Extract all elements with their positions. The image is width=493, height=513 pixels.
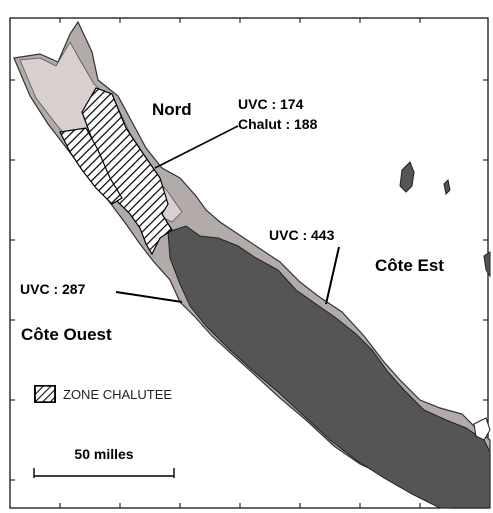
hatch-swatch-icon [34, 385, 56, 403]
island-east-3 [483, 251, 491, 278]
label-north-uvc: UVC : 174 [238, 96, 304, 112]
label-west-uvc: UVC : 287 [20, 281, 86, 297]
label-cote-est: Côte Est [375, 256, 444, 275]
island-east-1 [399, 161, 415, 193]
label-east-uvc: UVC : 443 [269, 227, 335, 243]
pointer-east [325, 246, 340, 305]
island-east-2 [443, 178, 451, 196]
trawled-zone-west [59, 127, 123, 205]
scale-label-wrap: 50 milles [33, 446, 175, 462]
island-southeast [473, 417, 491, 441]
scale-label: 50 milles [74, 446, 134, 462]
legend-label: ZONE CHALUTEE [63, 386, 173, 402]
pointer-west [115, 291, 183, 303]
label-cote-ouest: Côte Ouest [21, 325, 112, 344]
main-island [167, 225, 491, 509]
legend: ZONE CHALUTEE [34, 385, 172, 403]
scale-bar [33, 468, 175, 478]
label-north-chalut: Chalut : 188 [238, 116, 318, 132]
label-nord: Nord [152, 100, 192, 119]
pointer-north [154, 125, 239, 169]
frame-ticks [10, 18, 488, 508]
